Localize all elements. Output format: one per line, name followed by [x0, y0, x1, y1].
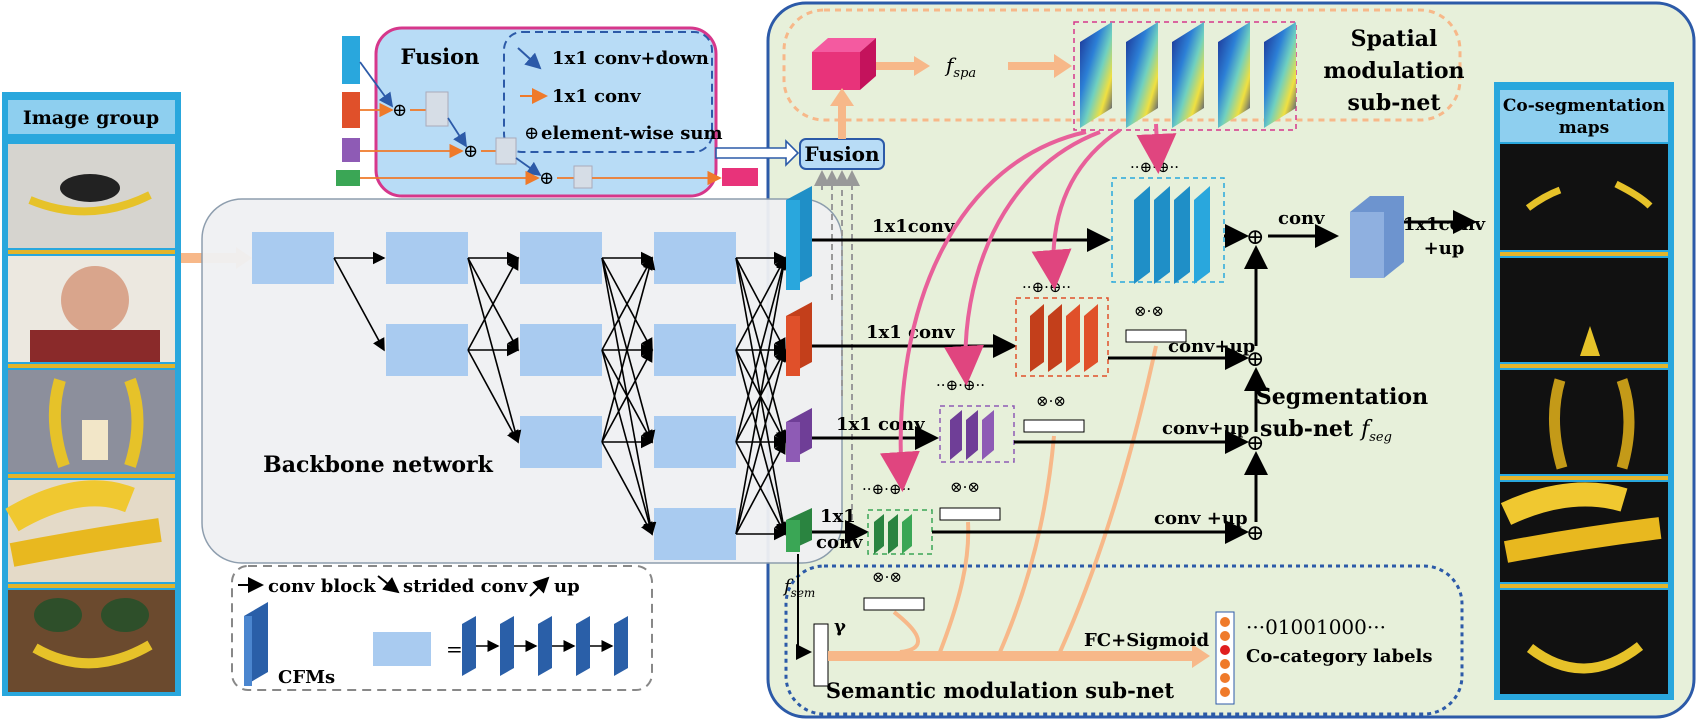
- conv-label-1: 1x1conv: [872, 216, 955, 237]
- svg-text:⊕: ⊕: [1246, 431, 1264, 456]
- fusion-title: Fusion: [401, 44, 480, 69]
- legend-block-icon: [373, 632, 431, 666]
- fusion-item-conv: 1x1 conv: [552, 86, 641, 107]
- svg-text:⊕: ⊕: [1246, 521, 1264, 546]
- backbone-blocks: [252, 232, 736, 560]
- coseg-panel: Co-segmentation maps: [1494, 82, 1674, 700]
- cfm-icon: [244, 602, 268, 686]
- semantic-title: Semantic modulation sub-net: [826, 678, 1175, 703]
- convup-label-1: conv+up: [1168, 336, 1255, 357]
- coseg-map-3: [1500, 370, 1668, 474]
- semantic-subnet-box: [784, 564, 1464, 716]
- cfm-orange: [786, 302, 812, 376]
- svg-text:⊗·⊗: ⊗·⊗: [872, 568, 902, 586]
- svg-text:⊕: ⊕: [1246, 347, 1264, 372]
- svg-text:⊕: ⊕: [1246, 225, 1264, 250]
- svg-text:⊗·⊗: ⊗·⊗: [950, 478, 980, 496]
- legend-up: up: [554, 576, 580, 597]
- coseg-title-2: maps: [1559, 118, 1609, 138]
- coseg-map-5: [1500, 590, 1668, 694]
- category-bits: ···01001000···: [1246, 615, 1386, 639]
- semantic-vector: [813, 623, 829, 687]
- fc-sigmoid-label: FC+Sigmoid: [1084, 630, 1210, 651]
- convup-label-2: conv+up: [1162, 418, 1249, 439]
- conv-label-3: 1x1 conv: [836, 414, 925, 435]
- photo-mangoes-banana: [8, 590, 175, 692]
- output-cube: [1350, 196, 1404, 278]
- legend-conv-block: conv block: [268, 576, 376, 597]
- fusion-item-sum: element-wise sum: [541, 123, 723, 144]
- svg-text:⊕: ⊕: [392, 100, 407, 121]
- svg-text:⊕: ⊕: [539, 168, 554, 189]
- category-labels: Co-category labels: [1246, 646, 1433, 667]
- svg-text:··⊕·⊕··: ··⊕·⊕··: [936, 376, 985, 394]
- svg-text:⊕: ⊕: [463, 141, 478, 162]
- out-conv-label-2: +up: [1424, 238, 1465, 259]
- stack-purple: [939, 405, 1015, 463]
- label-vector: [1215, 611, 1235, 705]
- spatial-title-3: sub-net: [1347, 90, 1441, 116]
- legend-cfms: CFMs: [278, 667, 335, 688]
- cfm-purple: [786, 408, 812, 462]
- legend-cfm-sequence: [462, 616, 628, 676]
- legend-equals: =: [446, 637, 463, 661]
- image-group-title: Image group: [23, 107, 159, 129]
- spatial-subnet-box: [782, 8, 1462, 122]
- stack-orange: [1015, 297, 1109, 377]
- backbone-connections: [333, 251, 790, 541]
- fusion-module: Fusion 1x1 conv+down 1x1 conv ⊕ element-…: [336, 26, 758, 198]
- gamma-label: γ: [834, 616, 846, 637]
- svg-text:⊗·⊗: ⊗·⊗: [1036, 392, 1066, 410]
- spatial-attention-maps: [1073, 21, 1297, 131]
- fusion-node-label: Fusion: [804, 142, 880, 166]
- out-conv-label-1: 1x1conv: [1403, 214, 1486, 235]
- svg-text:··⊕·⊕··: ··⊕·⊕··: [1130, 158, 1179, 176]
- image-group-panel: Image group: [2, 92, 181, 696]
- conv-top-label: conv: [1278, 208, 1325, 229]
- fusion-item-conv-down: 1x1 conv+down: [552, 48, 709, 69]
- svg-text:⊗·⊗: ⊗·⊗: [1134, 302, 1164, 320]
- spatial-title-2: modulation: [1323, 58, 1464, 84]
- cfm-cyan: [786, 186, 812, 290]
- svg-text:··⊕·⊕··: ··⊕·⊕··: [1022, 278, 1071, 296]
- convup-label-3: conv +up: [1154, 508, 1248, 529]
- segmentation-title-1: Segmentation: [1256, 384, 1428, 410]
- coseg-title-1: Co-segmentation: [1503, 96, 1665, 116]
- fusion-sum-icon: ⊕: [524, 123, 539, 144]
- spatial-title-1: Spatial: [1351, 26, 1438, 52]
- sum-nodes: ⊕ ⊕ ⊕ ⊕: [1246, 225, 1264, 546]
- stack-cyan: [1111, 177, 1225, 284]
- conv-label-4b: conv: [816, 532, 863, 553]
- backbone-label: Backbone network: [263, 452, 494, 478]
- spatial-modulation-arrows: [879, 123, 1177, 492]
- legend-strided-conv: strided conv: [403, 576, 528, 597]
- conv-label-4a: 1x1: [820, 506, 856, 527]
- cfm-green: [786, 508, 812, 552]
- spatial-cube: [812, 38, 876, 90]
